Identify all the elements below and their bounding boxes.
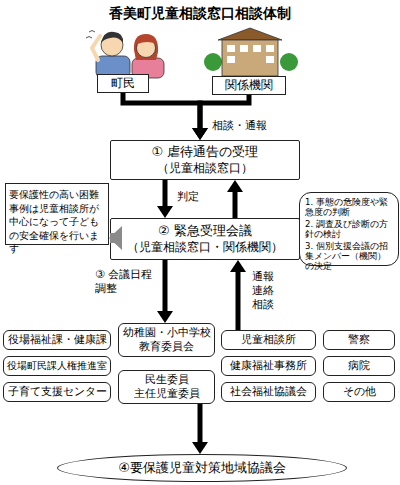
agency-box: 民生委員主任児童委員 bbox=[118, 370, 215, 404]
window bbox=[266, 45, 274, 52]
node-text: 子育て支援センター bbox=[8, 385, 107, 398]
arrow-head bbox=[157, 206, 173, 218]
connector-arrow bbox=[192, 404, 208, 454]
connector-line bbox=[123, 93, 200, 129]
node-text: 関係機関 bbox=[225, 78, 273, 93]
window bbox=[253, 45, 261, 52]
agency-box: 役場福祉課・健康課 bbox=[3, 330, 111, 350]
process-box: ② 緊急受理会議（児童相談窓口・関係機関） bbox=[110, 218, 300, 260]
speech-bubble: 1. 事態の危険度や緊急度の判断2. 調査及び診断の方針の検討3. 個別支援会議… bbox=[299, 192, 399, 266]
node-text: （児童相談窓口） bbox=[157, 161, 253, 176]
edge-label: ③ 会議日程調整 bbox=[95, 268, 161, 296]
node-text: その他 bbox=[343, 385, 376, 399]
diagram-title: 香美町児童相談窓口相談体制 bbox=[0, 4, 400, 22]
connector-line bbox=[236, 271, 241, 330]
woman-fringe bbox=[137, 37, 156, 44]
node-text: 1. 事態の危険度や緊急度の判断 bbox=[305, 197, 393, 218]
building-wall bbox=[222, 40, 278, 76]
worry-marks bbox=[86, 31, 95, 39]
edge-label: 通報 連絡 相談 bbox=[252, 270, 278, 312]
window bbox=[240, 45, 248, 52]
node-text: 教育委員会 bbox=[139, 340, 194, 354]
connector-line bbox=[163, 260, 168, 312]
node-text: 健康福祉事務所 bbox=[230, 359, 307, 373]
agency-box: 警察 bbox=[323, 330, 395, 350]
agency-box: 社会福祉協議会 bbox=[221, 382, 316, 402]
resident-label: 町民 bbox=[97, 74, 149, 93]
process-box: ① 虐待通告の受理（児童相談窓口） bbox=[110, 140, 300, 180]
man-hair bbox=[101, 32, 123, 43]
arrow-head bbox=[192, 128, 208, 140]
node-text: 2. 調査及び診断の方針の検討 bbox=[305, 219, 393, 240]
node-text: 幼稚園・小中学校 bbox=[123, 326, 211, 340]
connector-arrow bbox=[227, 180, 243, 218]
woman-hair bbox=[134, 34, 158, 60]
node-text: ① 虐待通告の受理 bbox=[152, 144, 259, 160]
node-text: 3. 個別支援会議の招集メンバー（機関）の決定 bbox=[305, 241, 393, 272]
agency-box: 子育て支援センター bbox=[3, 382, 111, 402]
agency-box: 役場町民課人権推進室 bbox=[3, 356, 111, 376]
tree bbox=[204, 53, 222, 71]
agency-box: 病院 bbox=[323, 356, 395, 376]
window bbox=[266, 56, 274, 63]
arrow-head bbox=[230, 260, 246, 272]
node-text: 役場町民課人権推進室 bbox=[7, 360, 107, 373]
building-roof bbox=[218, 28, 282, 40]
arrow-head bbox=[227, 180, 243, 192]
node-text: 役場福祉課・健康課 bbox=[8, 333, 107, 346]
council-ellipse: ④要保護児童対策地域協議会 bbox=[57, 454, 347, 482]
man-arm bbox=[92, 36, 100, 60]
window bbox=[227, 45, 235, 52]
node-text: 要保護性の高い困難事例は児童相談所が中心になって子どもの安全確保を行います bbox=[9, 188, 105, 256]
edge-label: 相談・通報 bbox=[212, 119, 292, 133]
connector-arrow bbox=[123, 93, 208, 140]
connector-line bbox=[233, 191, 238, 218]
node-text: 病院 bbox=[348, 359, 370, 373]
agency-box: 健康福祉事務所 bbox=[221, 356, 316, 376]
resident-figures bbox=[86, 31, 164, 79]
arrow-head bbox=[192, 442, 208, 454]
connector-arrow bbox=[157, 260, 173, 323]
node-text: 児童相談所 bbox=[241, 333, 296, 347]
node-text: 主任児童委員 bbox=[134, 387, 200, 401]
agency-box: その他 bbox=[323, 382, 395, 402]
agency-label: 関係機関 bbox=[212, 76, 286, 95]
arrow-head bbox=[192, 128, 208, 140]
tree bbox=[280, 53, 298, 71]
node-text: ④要保護児童対策地域協議会 bbox=[118, 460, 286, 476]
node-text: 町民 bbox=[111, 76, 135, 91]
node-text: （児童相談窓口・関係機関） bbox=[127, 240, 283, 255]
node-text: 社会福祉協議会 bbox=[230, 385, 307, 399]
edge-label: 判定 bbox=[177, 190, 217, 204]
connector-arrow bbox=[230, 260, 246, 330]
agency-box: 幼稚園・小中学校教育委員会 bbox=[118, 323, 215, 357]
agency-building bbox=[204, 28, 298, 76]
window bbox=[227, 56, 235, 63]
node-text: 警察 bbox=[348, 333, 370, 347]
connector-arrow bbox=[192, 95, 249, 140]
connector-arrow bbox=[157, 180, 173, 218]
node-text: ② 緊急受理会議 bbox=[158, 223, 252, 239]
connector-line bbox=[198, 404, 203, 443]
connector-line bbox=[163, 180, 168, 207]
node-text: 民生委員 bbox=[145, 373, 189, 387]
agency-box: 児童相談所 bbox=[221, 330, 316, 350]
arrow-head bbox=[157, 311, 173, 323]
note-box: 要保護性の高い困難事例は児童相談所が中心になって子どもの安全確保を行います bbox=[5, 183, 109, 245]
